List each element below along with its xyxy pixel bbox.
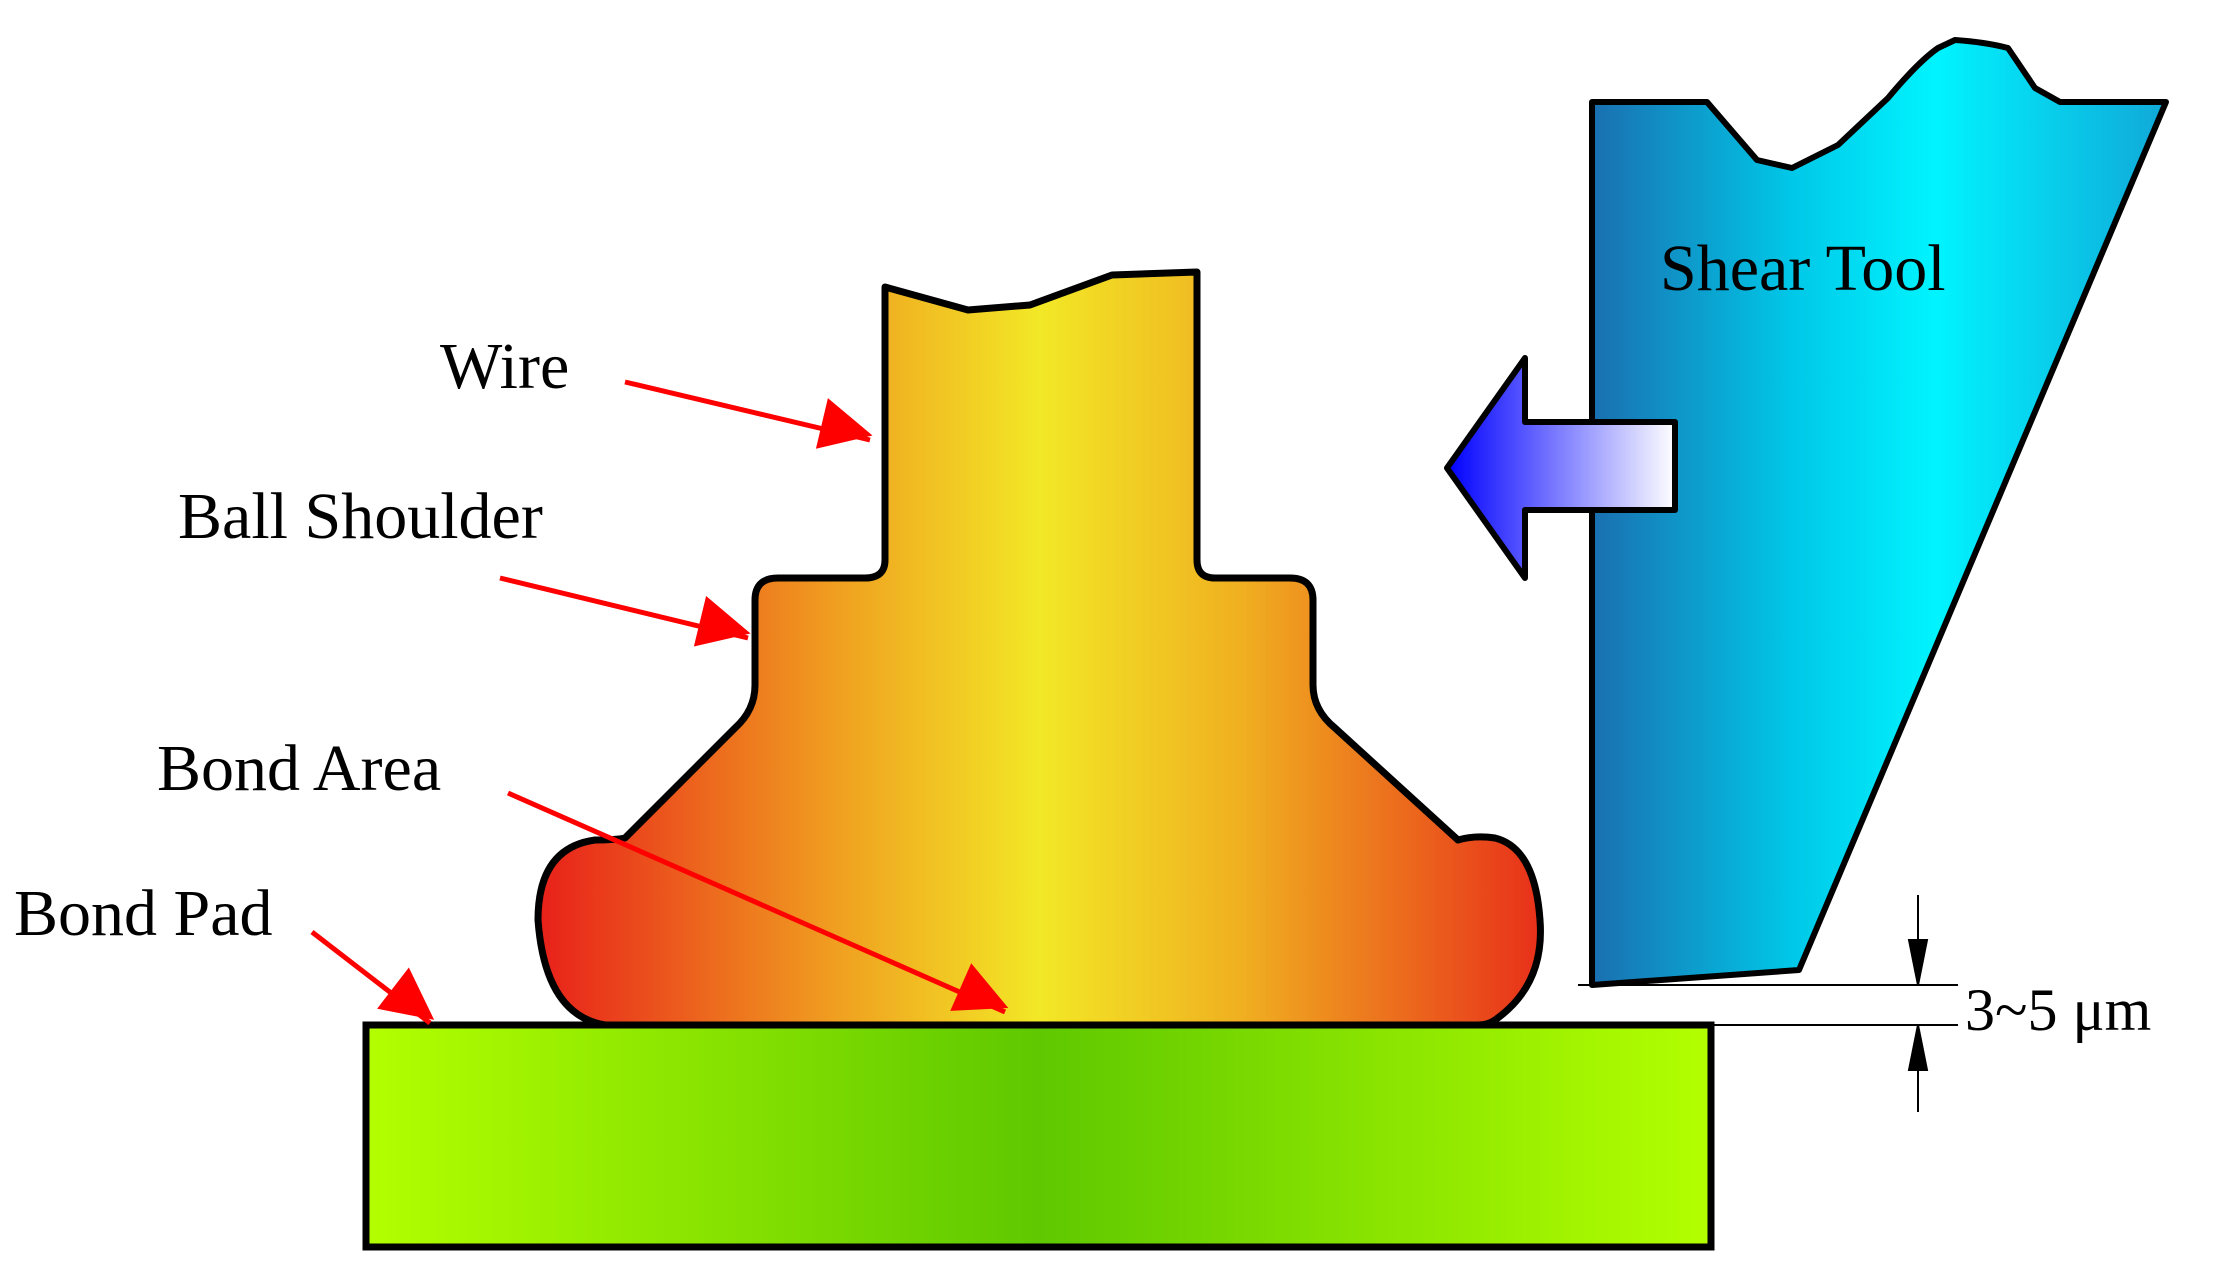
shear-tool-label: Shear Tool [1660,232,1946,305]
gap-label: 3~5 μm [1965,977,2151,1043]
bond-area-label: Bond Area [157,732,441,805]
wire-pointer-arrow [624,379,873,449]
bond-area-pointer-arrow [506,790,1009,1015]
ball-bond [534,268,1544,1029]
shear-direction-arrow [1444,355,1678,581]
ball-shoulder-label: Ball Shoulder [178,480,543,553]
gap-dimension [1578,895,1958,1112]
bond-pad-label: Bond Pad [14,877,273,950]
shear-tool [1589,37,2169,988]
bond-pad [362,1021,1715,1251]
wire-label: Wire [440,330,569,403]
ball-shoulder-pointer-arrow [499,575,751,647]
bond-pad-pointer-arrow [310,930,435,1025]
